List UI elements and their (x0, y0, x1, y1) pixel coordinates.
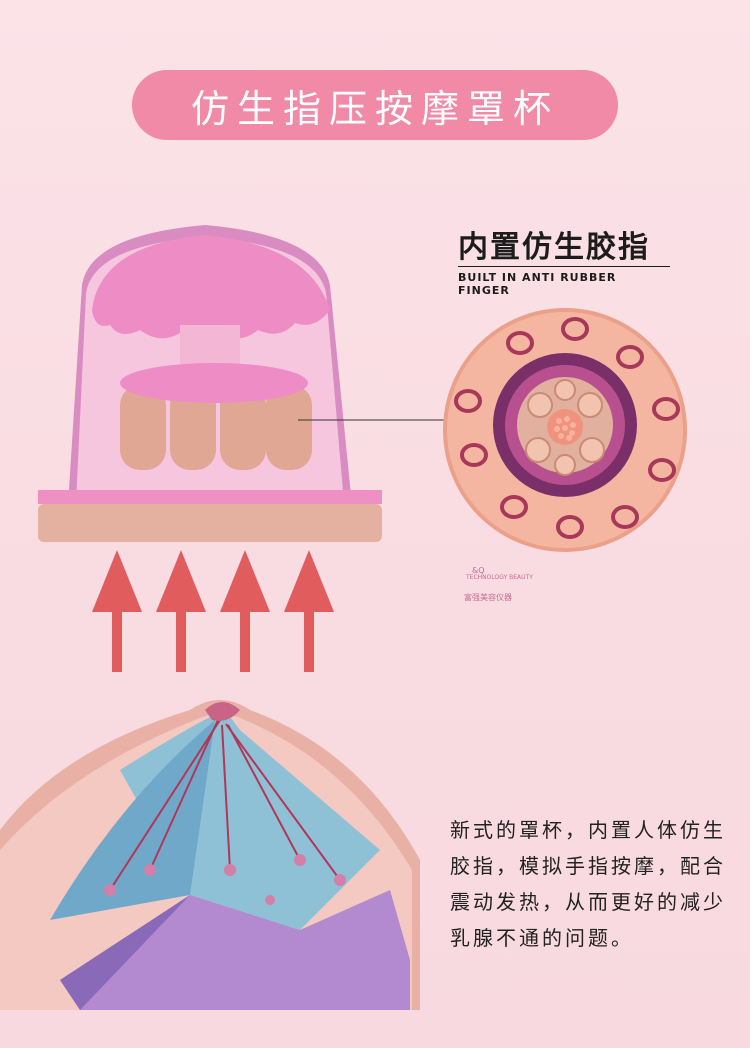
brand-chinese: 富强美容仪器 (464, 593, 512, 602)
feature-subtitle: BUILT IN ANTI RUBBER FINGER (458, 266, 670, 297)
breast-anatomy-illustration (0, 700, 420, 1010)
arrow-up-icon (92, 550, 334, 672)
brand-logo: &Q TECHNOLOGY BEAUTY 富强美容仪器 (446, 562, 556, 610)
description-line: 震动发热，从而更好的减少 (450, 890, 726, 914)
description-line: 胶指，模拟手指按摩，配合 (450, 854, 726, 878)
feature-title: 内置仿生胶指 (458, 230, 650, 265)
finger-ring-illustration (443, 308, 687, 552)
description-line: 乳腺不通的问题。 (450, 926, 634, 950)
page-title: 仿生指压按摩罩杯 (132, 70, 618, 140)
description-line: 新式的罩杯，内置人体仿生 (450, 818, 726, 842)
description-text: 新式的罩杯，内置人体仿生 胶指，模拟手指按摩，配合 震动发热，从而更好的减少 乳… (450, 812, 732, 956)
brand-english: TECHNOLOGY BEAUTY (466, 574, 533, 581)
cup-illustration (38, 225, 382, 542)
brand-mark: &Q (472, 566, 485, 575)
